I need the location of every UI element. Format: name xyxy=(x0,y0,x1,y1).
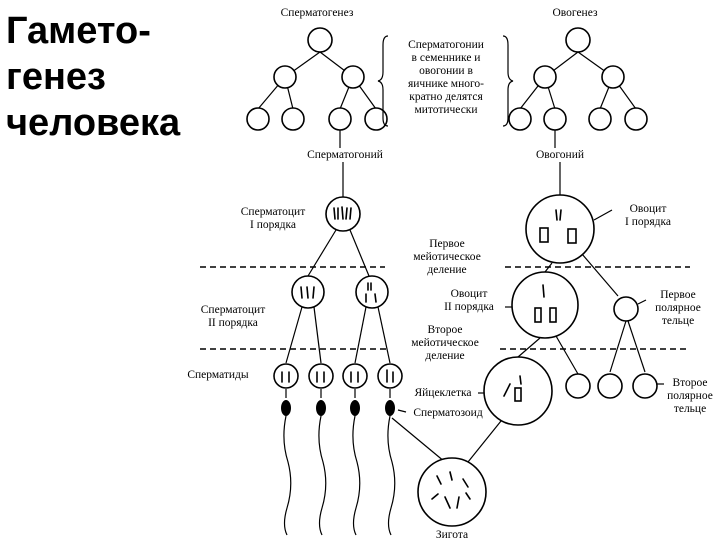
slide-title-line-3: человека xyxy=(6,102,181,144)
chromosomes xyxy=(503,375,522,402)
spermatids-row xyxy=(273,363,403,389)
spermatid-cell xyxy=(273,363,299,389)
meiosis2-label: деление xyxy=(425,350,464,362)
oogonium-cell xyxy=(543,107,567,131)
spermatogonium-cell xyxy=(328,107,352,131)
note-line: овогонии в xyxy=(419,65,473,77)
spermatid-cell xyxy=(377,363,403,389)
mitosis-note: Сперматогонии в семеннике и овогонии в я… xyxy=(408,39,484,116)
zygote-label: Зигота xyxy=(436,529,468,540)
spermatogonia-tree xyxy=(246,27,388,148)
egg-cell xyxy=(483,356,553,426)
oogonium-cell xyxy=(565,27,591,53)
meiosis1-label: Первое xyxy=(429,238,465,250)
chromosomes xyxy=(534,284,557,323)
zygote-cell xyxy=(417,457,487,527)
second-polar-body-cell xyxy=(597,373,623,399)
polar2-label: полярное xyxy=(667,390,713,402)
secondary-spermatocyte-cell xyxy=(355,275,389,309)
spermatogonium-label: Сперматогоний xyxy=(307,149,383,161)
oogenesis-label: Овогенез xyxy=(552,7,597,19)
note-line: в семеннике и xyxy=(412,52,481,64)
chromosomes xyxy=(333,206,352,220)
spermatogonium-cell xyxy=(307,27,333,53)
slide-title-line-1: Гамето- xyxy=(6,10,151,52)
oogonium-cell xyxy=(624,107,648,131)
oogonium-cell xyxy=(508,107,532,131)
meiosis2-label: Второе xyxy=(427,324,462,336)
meiosis1-label: мейотическое xyxy=(413,251,481,263)
note-line: кратно делятся xyxy=(409,91,483,103)
spermatid-cell xyxy=(342,363,368,389)
right-brace xyxy=(502,35,514,127)
secondary-oocyte-cell xyxy=(511,271,579,339)
spermatid-cell xyxy=(308,363,334,389)
slide-title-line-2: генез xyxy=(6,56,106,98)
note-line: Сперматогонии xyxy=(408,39,484,51)
oogonium-cell xyxy=(588,107,612,131)
egg-label: Яйцеклетка xyxy=(414,387,471,399)
polar2-label: Второе xyxy=(672,377,707,389)
oocyte1-label: Овоцит xyxy=(630,203,667,215)
first-polar-body-cell xyxy=(613,296,639,322)
spermatogonium-cell xyxy=(273,65,297,89)
polar2-label: тельце xyxy=(674,403,706,415)
polar1-label: полярное xyxy=(655,302,701,314)
oocyte2-label: II порядка xyxy=(444,301,494,313)
spermatocyte2-label: II порядка xyxy=(208,317,258,329)
second-polar-body-cell xyxy=(565,373,591,399)
chromosomes xyxy=(431,471,471,509)
chromosomes xyxy=(539,209,577,244)
spermatozoon xyxy=(385,400,395,416)
spermatozoon xyxy=(316,400,326,416)
spermatogonium-cell xyxy=(281,107,305,131)
spermatids-label: Сперматиды xyxy=(187,369,249,381)
note-line: митотически xyxy=(414,104,477,116)
spermatogonium-cell xyxy=(364,107,388,131)
spermatogenesis-label: Сперматогенез xyxy=(281,7,354,19)
spermatocyte1-label: Сперматоцит xyxy=(241,206,305,218)
slide-title: Гамето- генез человека xyxy=(6,8,196,146)
chromosomes xyxy=(300,282,377,303)
oogonium-cell xyxy=(533,65,557,89)
oogonia-tree xyxy=(508,27,648,148)
oocyte1-label: I порядка xyxy=(625,216,671,228)
spermatozoa-row xyxy=(281,389,396,536)
spermatogonium-cell xyxy=(341,65,365,89)
spermatogonium-cell xyxy=(246,107,270,131)
sperm-label: Сперматозоид xyxy=(413,407,483,419)
oocyte2-label: Овоцит xyxy=(451,288,488,300)
note-line: яичнике много- xyxy=(408,78,484,90)
polar1-label: тельце xyxy=(662,315,694,327)
meiosis2-label: мейотическое xyxy=(411,337,479,349)
left-brace xyxy=(377,35,389,127)
spermatocyte1-label: I порядка xyxy=(250,219,296,231)
meiosis1-label: деление xyxy=(427,264,466,276)
primary-oocyte-cell xyxy=(525,194,595,264)
oogonium-cell xyxy=(601,65,625,89)
second-polar-body-cell xyxy=(632,373,658,399)
spermatocyte2-label: Сперматоцит xyxy=(201,304,265,316)
polar1-label: Первое xyxy=(660,289,696,301)
oogonium-label: Овогоний xyxy=(536,149,584,161)
spermatozoon xyxy=(281,400,291,416)
spermatozoon xyxy=(350,400,360,416)
